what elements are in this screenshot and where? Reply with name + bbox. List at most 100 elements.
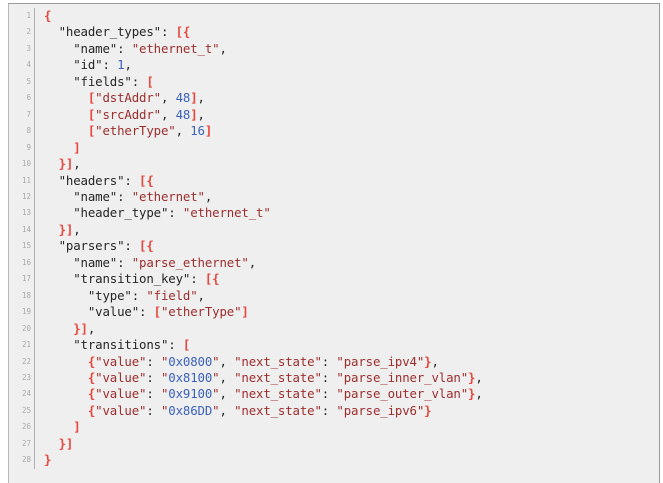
line-number: 1 (9, 8, 35, 25)
code-token: " (212, 369, 220, 385)
code-token: , (124, 57, 132, 73)
code-line-content[interactable]: } (35, 452, 660, 468)
code-token: [{ (139, 172, 154, 188)
code-listing-panel[interactable]: 1{2 "header_types": [{3 "name": "etherne… (8, 3, 660, 483)
code-line-content[interactable]: {"value": "0x8100", "next_state": "parse… (35, 370, 660, 386)
code-line-content[interactable]: ["etherType", 16] (35, 123, 660, 139)
code-token: } (424, 402, 432, 418)
code-token: "parse_inner_vlan" (336, 369, 468, 385)
line-number: 15 (9, 238, 35, 255)
code-line-content[interactable]: {"value": "0x86DD", "next_state": "parse… (35, 403, 660, 419)
code-token (44, 74, 73, 89)
code-token (44, 436, 59, 451)
code-token: 0x8100 (168, 369, 213, 385)
code-line: 8 ["etherType", 16] (9, 123, 660, 140)
line-number: 16 (9, 254, 35, 272)
line-number: 12 (9, 188, 35, 206)
code-line: 24 {"value": "0x9100", "next_state": "pa… (9, 386, 660, 403)
code-token: [{ (175, 24, 191, 40)
code-token (44, 354, 88, 369)
code-token: "type" (87, 287, 132, 303)
code-token: : (168, 205, 183, 221)
code-token: 0x0800 (168, 353, 213, 369)
code-token: "header_type" (73, 205, 169, 221)
code-token (44, 321, 73, 336)
code-token: [ (153, 304, 161, 320)
line-number: 22 (9, 353, 35, 370)
code-token: { (87, 386, 96, 402)
line-number: 6 (9, 90, 35, 107)
code-token: "header_types" (58, 24, 161, 40)
code-token: "name" (73, 40, 118, 56)
code-line-content[interactable]: ] (35, 419, 660, 435)
code-token (44, 419, 73, 434)
code-line-content[interactable]: ["dstAddr", 48], (35, 90, 660, 106)
code-token: , (175, 123, 191, 139)
code-line-content[interactable]: ["srcAddr", 48], (35, 107, 660, 123)
code-line-content[interactable]: "name": "ethernet_t", (35, 41, 660, 57)
code-token: " (212, 402, 220, 418)
code-token: : (321, 353, 337, 369)
code-token: ] (241, 304, 249, 320)
code-line-content[interactable]: }], (35, 321, 660, 337)
code-line-content[interactable]: "id": 1, (35, 57, 660, 73)
code-line: 28} (9, 452, 660, 469)
code-token (44, 255, 73, 270)
line-number: 27 (9, 435, 35, 453)
code-token (44, 205, 73, 220)
line-number: 24 (9, 386, 35, 403)
code-token: , (475, 386, 483, 402)
code-line: 14 }], (9, 221, 660, 239)
code-token (44, 370, 88, 385)
code-line-content[interactable]: "name": "parse_ethernet", (35, 255, 660, 271)
code-token: "parse_ethernet" (131, 254, 249, 270)
code-token: { (87, 353, 96, 369)
code-line: 18 "type": "field", (9, 287, 660, 305)
code-token (44, 271, 73, 286)
code-token: , (197, 287, 205, 303)
code-token: "next_state" (234, 369, 322, 385)
code-token: "ethernet_t" (182, 205, 271, 221)
code-line-content[interactable]: {"value": "0x9100", "next_state": "parse… (35, 386, 660, 402)
code-token: [{ (204, 271, 220, 287)
code-line-content[interactable]: ] (35, 140, 660, 156)
code-token: , (160, 90, 176, 106)
code-token: "name" (73, 188, 118, 204)
code-line-content[interactable]: "value": ["etherType"] (35, 304, 660, 320)
code-line-content[interactable]: "parsers": [{ (35, 238, 660, 254)
line-number: 10 (9, 156, 35, 173)
line-number: 25 (9, 402, 35, 420)
code-line: 27 }] (9, 435, 660, 453)
code-line-content[interactable]: "transition_key": [{ (35, 271, 660, 287)
code-line: 26 ] (9, 419, 660, 436)
code-line: 23 {"value": "0x8100", "next_state": "pa… (9, 369, 660, 387)
line-number: 13 (9, 205, 35, 222)
code-token (44, 173, 59, 188)
code-line-content[interactable]: "name": "ethernet", (35, 189, 660, 205)
code-line-content[interactable]: }], (35, 156, 660, 172)
code-line-content[interactable]: }] (35, 436, 660, 452)
code-token: , (219, 40, 227, 56)
code-token (44, 386, 88, 401)
code-line-content[interactable]: "header_type": "ethernet_t" (35, 205, 660, 221)
code-line-content[interactable]: }], (35, 222, 660, 238)
line-number: 3 (9, 40, 35, 58)
code-token: }] (58, 435, 74, 451)
code-token: : (117, 188, 132, 204)
code-token: } (424, 353, 432, 369)
code-token: ] (73, 139, 81, 155)
code-line-content[interactable]: {"value": "0x0800", "next_state": "parse… (35, 354, 660, 370)
code-line-content[interactable]: "fields": [ (35, 74, 660, 90)
code-token: { (87, 402, 96, 418)
code-line-content[interactable]: "headers": [{ (35, 173, 660, 189)
code-token: : (160, 24, 176, 40)
code-token: "ethernet" (131, 188, 205, 204)
code-token: " (160, 402, 169, 418)
code-line-content[interactable]: "header_types": [{ (35, 24, 660, 40)
code-token: : (102, 57, 118, 73)
code-line-content[interactable]: { (35, 8, 660, 24)
code-line: 6 ["dstAddr", 48], (9, 90, 660, 107)
code-line-content[interactable]: "type": "field", (35, 288, 660, 304)
line-number: 21 (9, 337, 35, 354)
code-line-content[interactable]: "transitions": [ (35, 337, 660, 353)
